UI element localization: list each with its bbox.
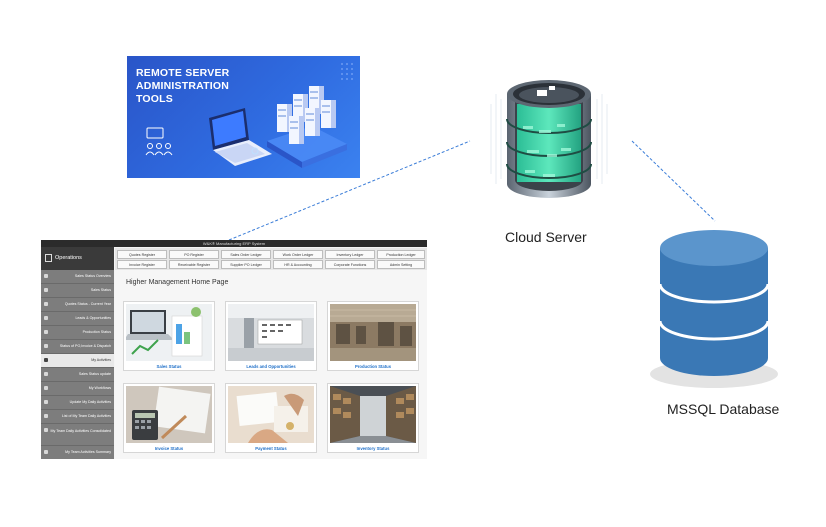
sidebar-item-my-workflows[interactable]: My Workflows (41, 382, 114, 396)
database-icon (650, 230, 778, 388)
database-label: MSSQL Database (667, 401, 780, 417)
card-invoice-status[interactable]: Invoice Status (123, 383, 215, 453)
erp-app-screenshot: W&K® Manufacturing ERP System Operations… (41, 240, 427, 459)
page-title: Higher Management Home Page (126, 279, 229, 286)
connector-server-to-db (631, 140, 716, 222)
server-rack-icons (277, 86, 336, 144)
checkbox-icon (44, 358, 48, 362)
nav-supplier-po-ledger[interactable]: Supplier PO Ledger (221, 260, 271, 269)
cloud-server-icon (490, 80, 608, 198)
card-caption: Production Status (354, 364, 392, 369)
nav-receivable-register[interactable]: Receivable Register (169, 260, 219, 269)
banner-title: REMOTE SERVER ADMINISTRATION TOOLS (136, 67, 229, 106)
clock-icon (44, 428, 48, 432)
card-caption: Payment Status (255, 446, 287, 451)
clock-icon (44, 386, 48, 390)
top-nav: Quotes Register PO Register Sales Order … (115, 248, 427, 270)
banner-illustration (145, 63, 353, 168)
chevron-icon (44, 316, 48, 320)
nav-production-ledger[interactable]: Production Ledger (377, 250, 425, 259)
nav-admin-setting[interactable]: Admin Setting (377, 260, 425, 269)
sidebar-item-leads[interactable]: Leads & Opportunities (41, 312, 114, 326)
sidebar-item-my-activities[interactable]: My Activities (41, 354, 114, 368)
window-title-bar: W&K® Manufacturing ERP System (41, 240, 427, 247)
nav-corporate-functions[interactable]: Corporate Functions (325, 260, 375, 269)
chevron-icon (44, 344, 48, 348)
card-sales-status[interactable]: Sales Status (123, 301, 215, 371)
card-inventory-status[interactable]: Inventory Status (327, 383, 419, 453)
nav-invoice-register[interactable]: Invoice Register (117, 260, 167, 269)
banner-title-line-3: TOOLS (136, 93, 173, 105)
dashboard-icon (44, 274, 48, 278)
card-payment-status[interactable]: Payment Status (225, 383, 317, 453)
gear-icon (44, 330, 48, 334)
sidebar-item-sales-status[interactable]: Sales Status (41, 284, 114, 298)
card-leads-opportunities[interactable]: Leads and Opportunities (225, 301, 317, 371)
invoice-photo (126, 386, 212, 443)
nav-inventory-ledger[interactable]: Inventory Ledger (325, 250, 375, 259)
team-icon (145, 127, 173, 156)
sidebar-item-quotes-status[interactable]: Quotes Status - Current Year (41, 298, 114, 312)
clock-icon (44, 414, 48, 418)
card-caption: Leads and Opportunities (246, 364, 296, 369)
leads-photo (228, 304, 314, 361)
clock-icon (44, 400, 48, 404)
chevron-icon (44, 288, 48, 292)
sidebar: Sales Status Overview Sales Status Quote… (41, 270, 114, 459)
inventory-photo (330, 386, 416, 443)
remote-admin-banner: REMOTE SERVER ADMINISTRATION TOOLS (127, 56, 360, 178)
connector-app-to-banner (228, 140, 471, 241)
clock-icon (44, 450, 48, 454)
card-caption: Sales Status (156, 364, 182, 369)
sidebar-item-team-consolidated[interactable]: My Team Daily Activities Consolidated (41, 424, 114, 446)
laptop-icon (209, 108, 272, 166)
card-production-status[interactable]: Production Status (327, 301, 419, 371)
nav-sales-order-ledger[interactable]: Sales Order Ledger (221, 250, 271, 259)
banner-title-line-1: REMOTE SERVER (136, 67, 230, 79)
sales-photo (126, 304, 212, 361)
sidebar-item-team-daily-activities[interactable]: List of My Team Daily Activities (41, 410, 114, 424)
sidebar-item-po-invoice-dispatch[interactable]: Status of PO,Invoice & Dispatch (41, 340, 114, 354)
sidebar-item-sales-status-overview[interactable]: Sales Status Overview (41, 270, 114, 284)
banner-title-line-2: ADMINISTRATION (136, 80, 230, 92)
chevron-icon (44, 302, 48, 306)
production-photo (330, 304, 416, 361)
main-content: Higher Management Home Page Sales Status (115, 270, 427, 459)
nav-po-register[interactable]: PO Register (169, 250, 219, 259)
clock-icon (44, 372, 48, 376)
card-caption: Invoice Status (154, 446, 184, 451)
sidebar-item-sales-status-update[interactable]: Sales Status update (41, 368, 114, 382)
app-brand: Operations Management (41, 247, 114, 284)
cloud-server-label: Cloud Server (505, 229, 587, 245)
payment-photo (228, 386, 314, 443)
nav-work-order-ledger[interactable]: Work Order Ledger (273, 250, 323, 259)
card-caption: Inventory Status (356, 446, 390, 451)
menu-icon (45, 254, 52, 262)
sidebar-item-update-daily-activities[interactable]: Update My Daily Activities (41, 396, 114, 410)
sidebar-item-production-status[interactable]: Production Status (41, 326, 114, 340)
nav-quotes-register[interactable]: Quotes Register (117, 250, 167, 259)
sidebar-item-team-summary[interactable]: My Team Activities Summary (41, 446, 114, 459)
nav-hr-accounting[interactable]: HR & Accounting (273, 260, 323, 269)
